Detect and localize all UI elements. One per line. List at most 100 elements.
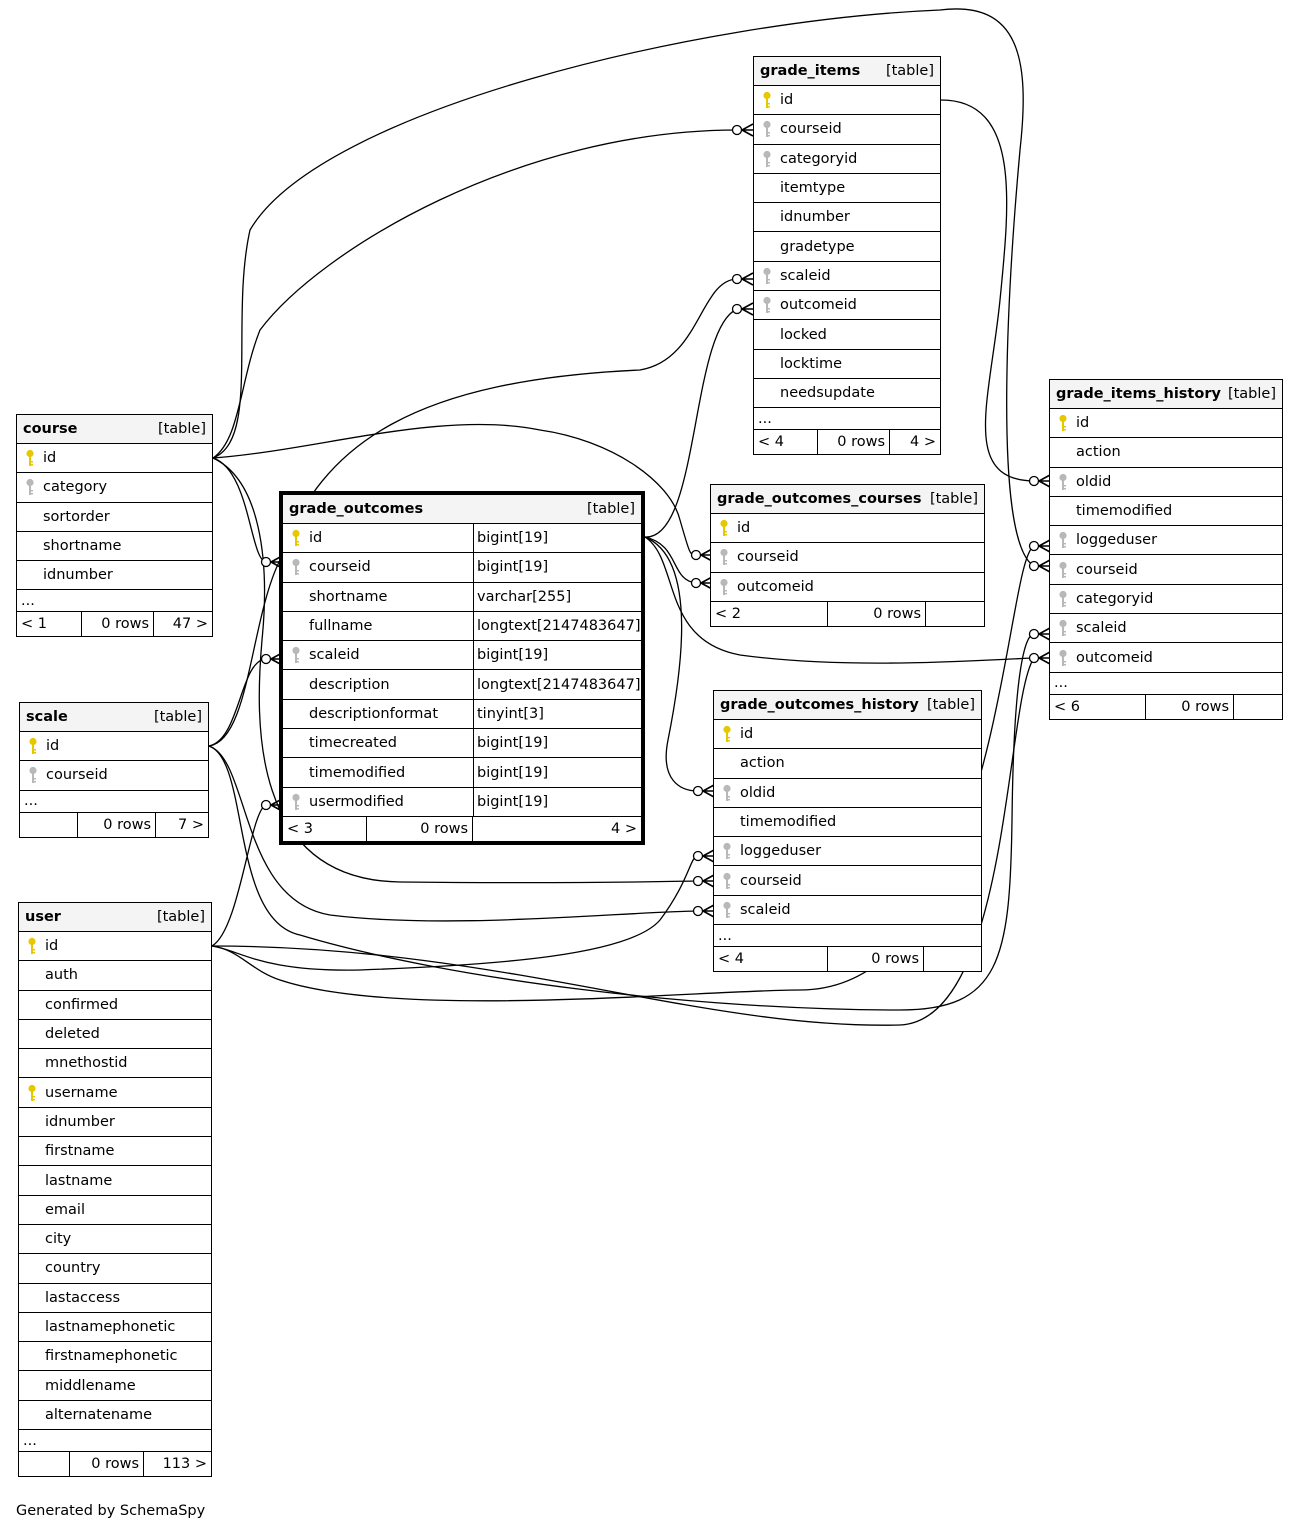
column-row[interactable]: city <box>19 1225 211 1255</box>
column-row[interactable]: shortname <box>17 532 212 562</box>
column-name: alternatename <box>45 1406 153 1423</box>
column-row[interactable]: timemodified <box>1050 497 1282 527</box>
children-count[interactable]: 4 > <box>910 434 936 451</box>
children-count[interactable]: 113 > <box>162 1456 207 1473</box>
column-row[interactable]: outcomeid <box>711 573 984 602</box>
column-name: gradetype <box>780 238 855 255</box>
column-name: courseid <box>780 121 842 138</box>
column-row[interactable]: alternatename <box>19 1401 211 1431</box>
column-row[interactable]: lastaccess <box>19 1284 211 1313</box>
column-name: deleted <box>45 1026 100 1043</box>
primary-key-icon <box>17 449 43 467</box>
column-row[interactable]: courseid <box>714 866 981 896</box>
column-row[interactable]: confirmed <box>19 991 211 1020</box>
column-row[interactable]: locked <box>754 320 940 350</box>
column-row[interactable]: courseid <box>711 543 984 573</box>
foreign-key-icon <box>20 766 46 784</box>
column-row[interactable]: idnumber <box>17 561 212 591</box>
column-row[interactable]: country <box>19 1254 211 1284</box>
column-row[interactable]: outcomeid <box>754 291 940 321</box>
parents-count[interactable]: < 6 <box>1050 694 1146 719</box>
column-row[interactable]: sortorder <box>17 503 212 532</box>
column-row[interactable]: oldid <box>714 779 981 808</box>
column-row[interactable]: itemtype <box>754 174 940 204</box>
column-row[interactable]: oldid <box>1050 468 1282 497</box>
column-row[interactable]: category <box>17 473 212 503</box>
column-row[interactable]: action <box>714 749 981 779</box>
children-count[interactable]: 7 > <box>178 816 204 833</box>
column-row[interactable]: scaleid <box>714 896 981 926</box>
column-row[interactable]: username <box>19 1078 211 1108</box>
column-row[interactable]: mnethostid <box>19 1049 211 1079</box>
parents-count[interactable]: < 2 <box>711 601 828 626</box>
column-row[interactable]: courseid <box>754 115 940 145</box>
column-row[interactable]: loggeduser <box>1050 526 1282 556</box>
column-row[interactable]: scaleid <box>754 262 940 292</box>
column-row[interactable]: categoryid <box>754 145 940 174</box>
column-row[interactable]: locktime <box>754 350 940 379</box>
parents-count[interactable]: < 4 <box>754 430 818 455</box>
column-name: outcomeid <box>780 297 857 314</box>
primary-key-icon <box>20 737 46 755</box>
table-header: scale[table] <box>20 703 208 732</box>
parents-count[interactable]: < 1 <box>17 612 82 637</box>
column-row[interactable]: id <box>714 720 981 750</box>
column-row[interactable]: email <box>19 1196 211 1225</box>
column-row[interactable]: courseid <box>20 761 208 791</box>
children-count[interactable] <box>1234 695 1282 719</box>
parents-count[interactable]: < 3 <box>283 816 367 841</box>
column-row[interactable]: id <box>1050 409 1282 439</box>
children-count[interactable]: 47 > <box>172 616 208 633</box>
column-row[interactable]: deleted <box>19 1020 211 1050</box>
column-row[interactable]: middlename <box>19 1371 211 1401</box>
column-row[interactable]: id <box>19 932 211 962</box>
column-row[interactable]: id <box>17 444 212 474</box>
column-row[interactable]: needsupdate <box>754 379 940 409</box>
column-row[interactable]: id <box>20 732 208 762</box>
parents-count[interactable]: < 4 <box>714 947 828 972</box>
column-row[interactable]: id <box>711 514 984 544</box>
column-row[interactable]: lastname <box>19 1166 211 1196</box>
column-row[interactable]: categoryid <box>1050 585 1282 615</box>
column-row[interactable]: outcomeid <box>1050 643 1282 673</box>
column-row[interactable]: courseid <box>1050 555 1282 585</box>
column-row[interactable]: loggeduser <box>714 837 981 867</box>
foreign-key-icon <box>754 150 780 168</box>
column-row[interactable]: id <box>754 86 940 116</box>
column-row[interactable]: auth <box>19 961 211 991</box>
column-row[interactable]: action <box>1050 438 1282 468</box>
relation-scale-id-to-grade-outcomes-scaleid <box>208 658 267 747</box>
column-row[interactable]: scaleid <box>1050 614 1282 644</box>
children-count[interactable] <box>924 947 981 971</box>
column-name: locktime <box>780 355 843 372</box>
column-row[interactable]: timemodified <box>714 808 981 838</box>
children-count[interactable]: 4 > <box>611 820 637 837</box>
parents-count[interactable] <box>19 1452 70 1477</box>
children-count[interactable] <box>926 602 984 626</box>
parents-count[interactable] <box>20 812 78 837</box>
column-row[interactable]: idnumber <box>754 203 940 233</box>
column-row[interactable]: firstname <box>19 1137 211 1167</box>
column-row[interactable]: idnumber <box>19 1108 211 1138</box>
column-row[interactable]: lastnamephonetic <box>19 1313 211 1343</box>
column-row[interactable]: gradetype <box>754 232 940 262</box>
column-row[interactable]: firstnamephonetic <box>19 1342 211 1372</box>
